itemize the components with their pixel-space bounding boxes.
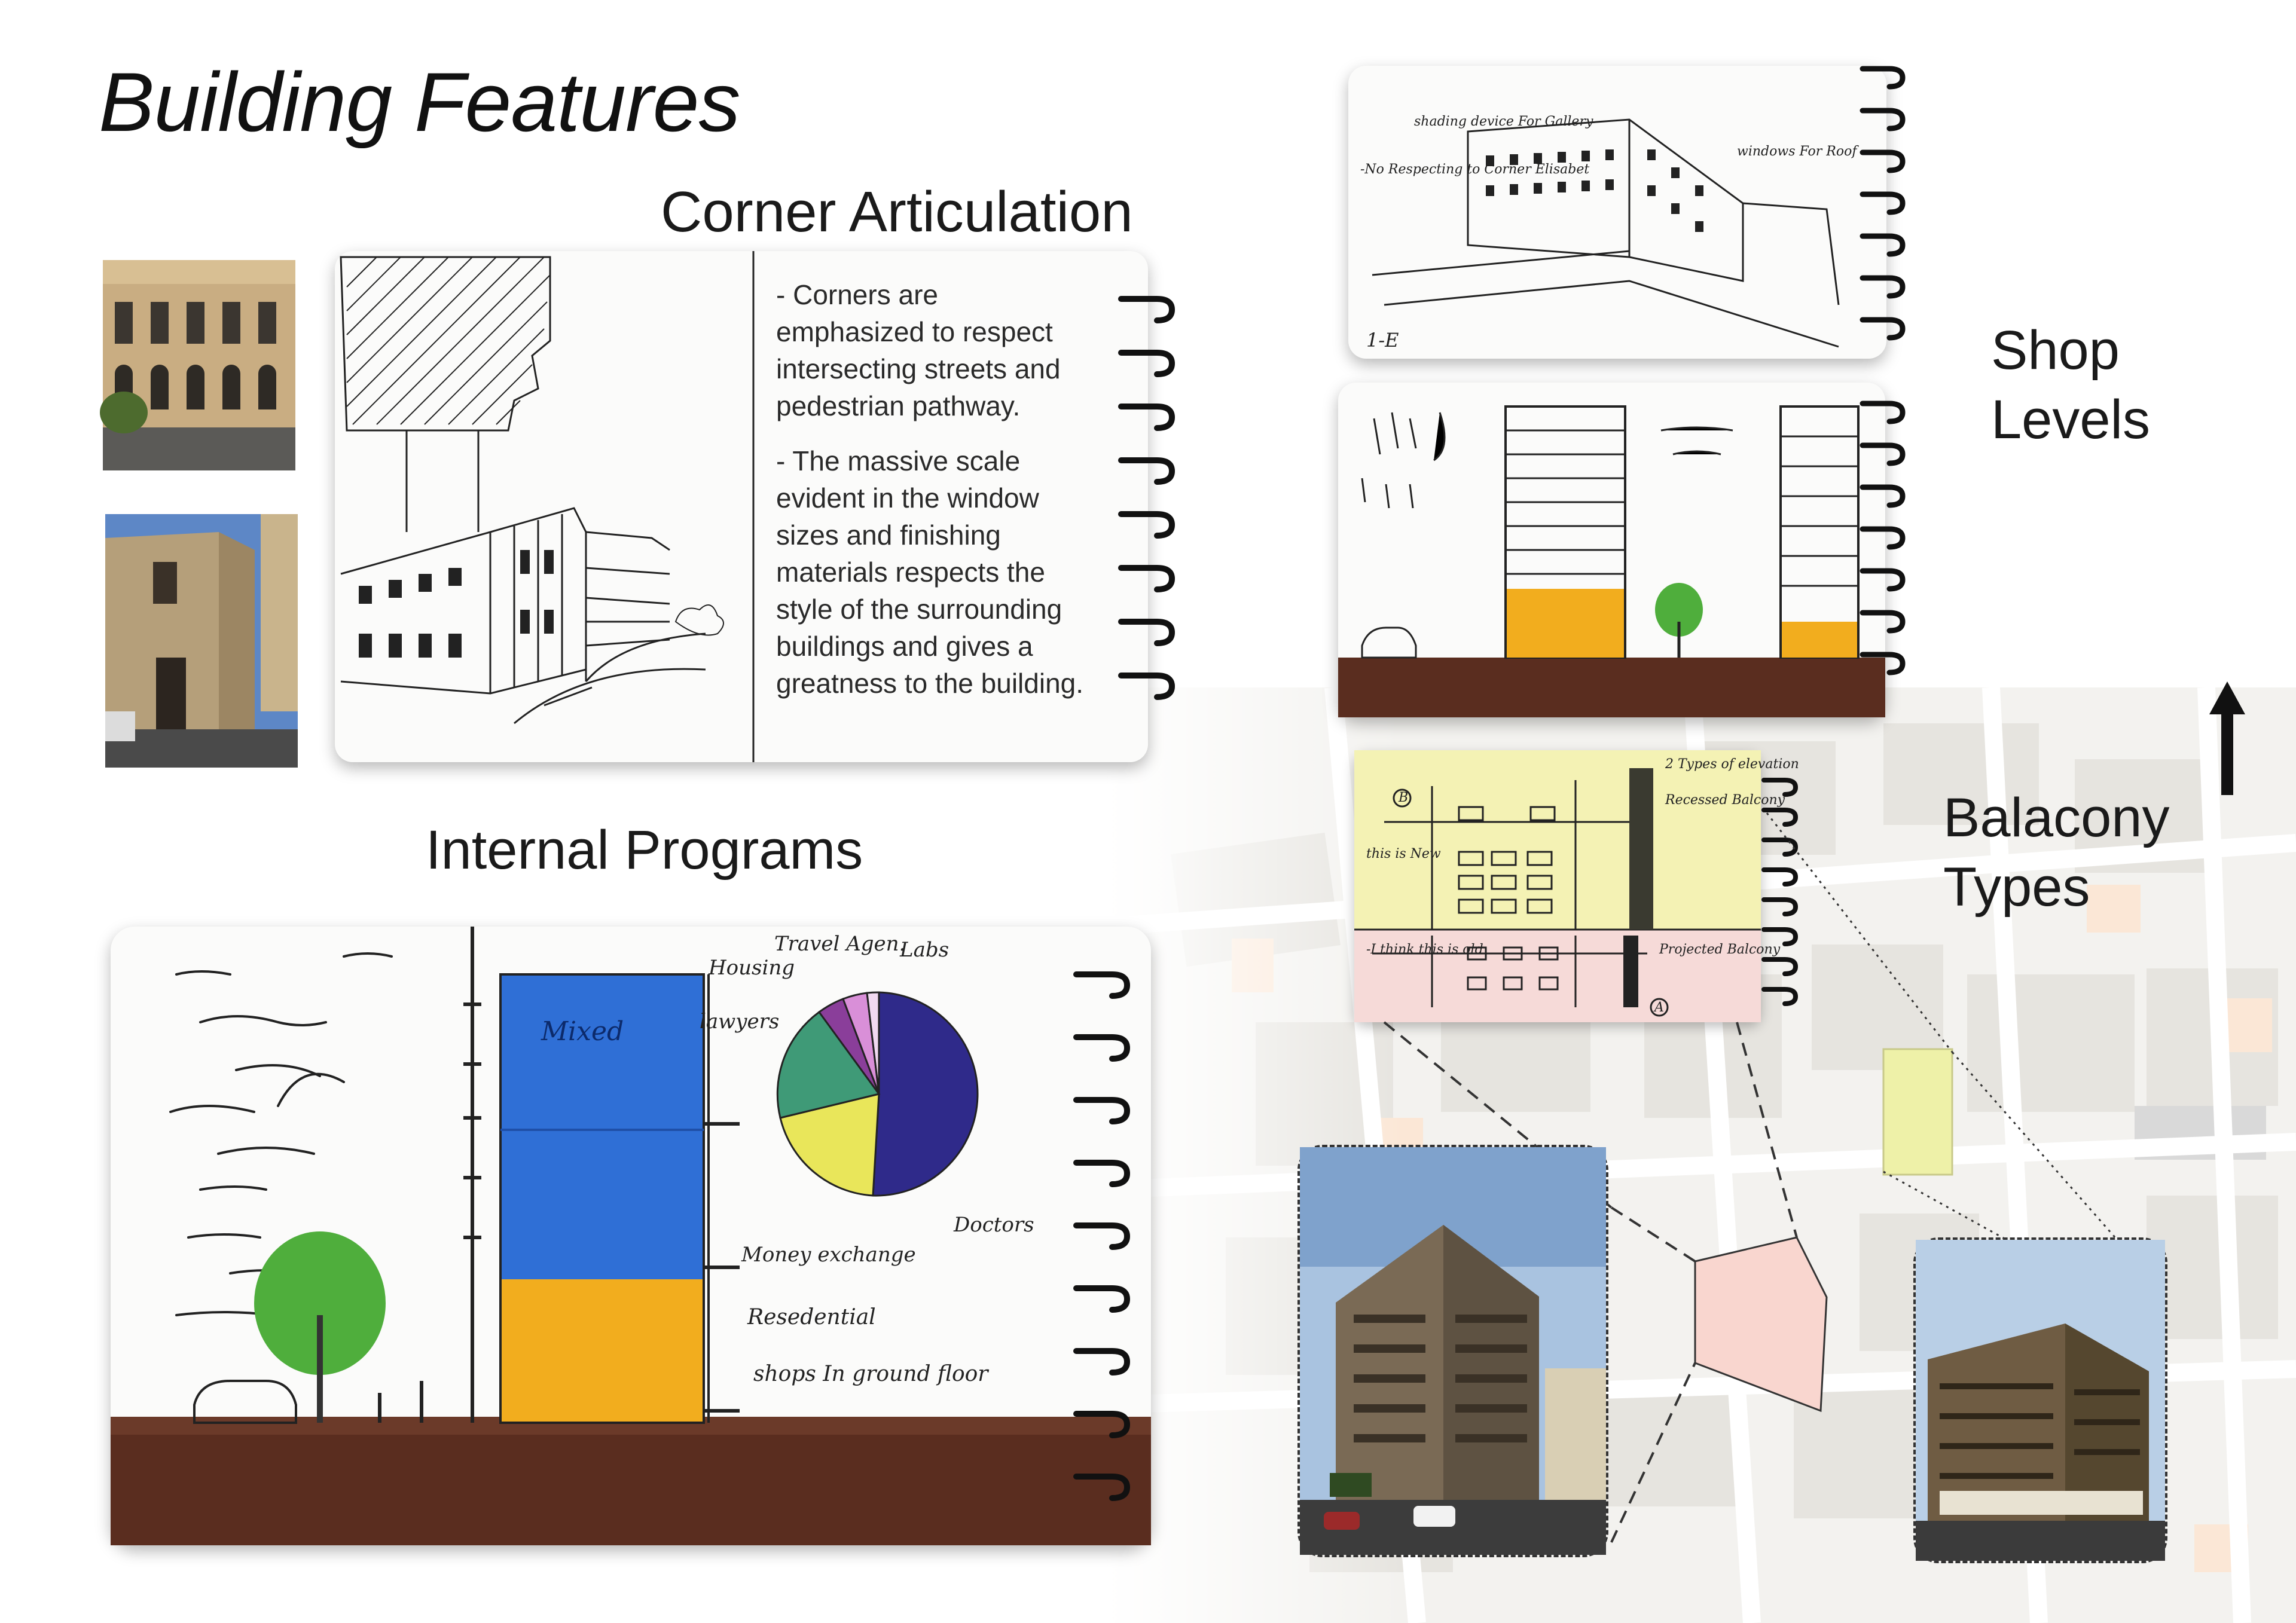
spiral-binding-icon	[1073, 971, 1131, 1501]
recessed-label: Recessed Balcony	[1665, 793, 1785, 808]
old-label: -I think this is old	[1366, 942, 1483, 957]
internal-programs-card: Mixed Money exchange Resedential shops I…	[111, 927, 1151, 1545]
corner-sketch-card	[335, 251, 1148, 762]
doctors-label: Doctors	[953, 1213, 1034, 1237]
corner-paragraph-1: - Corners are emphasized to respect inte…	[776, 279, 1061, 421]
page-title: Building Features	[99, 55, 741, 149]
projected-label: Projected Balcony	[1659, 942, 1781, 957]
corner-articulation-description: - Corners are emphasized to respect inte…	[776, 276, 1087, 720]
programs-pie-chart	[776, 991, 979, 1197]
lawyers-label: lawyers	[700, 1010, 779, 1034]
photo-balcony-building	[1913, 1237, 2167, 1563]
spiral-binding-icon	[1118, 296, 1176, 700]
two-types-label: 2 Types of elevation	[1665, 757, 1799, 772]
balcony-types-heading: Balacony Types	[1943, 787, 2170, 918]
north-arrow-icon	[2209, 681, 2245, 795]
residential-label: Resedential	[747, 1305, 876, 1329]
photo-street-corner-building	[1297, 1145, 1608, 1557]
spiral-binding-icon	[1860, 66, 1906, 676]
corner-articulation-heading: Corner Articulation	[661, 180, 1133, 244]
photo-building-facade	[100, 260, 295, 470]
shop-elevation-card	[1338, 383, 1885, 717]
shop-perspective-card: shading device For Gallery -No Respectin…	[1348, 66, 1886, 359]
label-a: A	[1653, 1000, 1664, 1015]
internal-programs-sketch: Mixed Money exchange Resedential shops I…	[111, 927, 1151, 1545]
money-exchange-label: Money exchange	[741, 1243, 916, 1267]
new-label: this is New	[1366, 846, 1441, 861]
travel-agency-label: Travel Agen.	[774, 932, 905, 956]
shading-device-label: shading device For Gallery	[1414, 114, 1593, 129]
no-respect-label: -No Respecting to Corner Elisabet	[1360, 162, 1589, 177]
label-b: B	[1398, 790, 1408, 805]
sketch-tag-label: 1-E	[1366, 329, 1399, 352]
housing-label: Housing	[708, 956, 795, 980]
spiral-binding-icon	[1761, 778, 1799, 1006]
mixed-label: Mixed	[541, 1016, 624, 1047]
windows-label: windows For Roof	[1737, 144, 1859, 159]
photo-corner-building	[105, 514, 298, 768]
shops-label: shops In ground floor	[753, 1362, 989, 1386]
labs-label: Labs	[899, 938, 949, 962]
corner-paragraph-2: - The massive scale evident in the windo…	[776, 445, 1084, 699]
balcony-sketch-card: B A 2 Types of elevation Recessed Balcon…	[1354, 750, 1799, 1022]
internal-programs-heading: Internal Programs	[426, 820, 863, 881]
corner-sketch	[340, 251, 755, 762]
shop-levels-heading: Shop Levels	[1991, 320, 2150, 450]
